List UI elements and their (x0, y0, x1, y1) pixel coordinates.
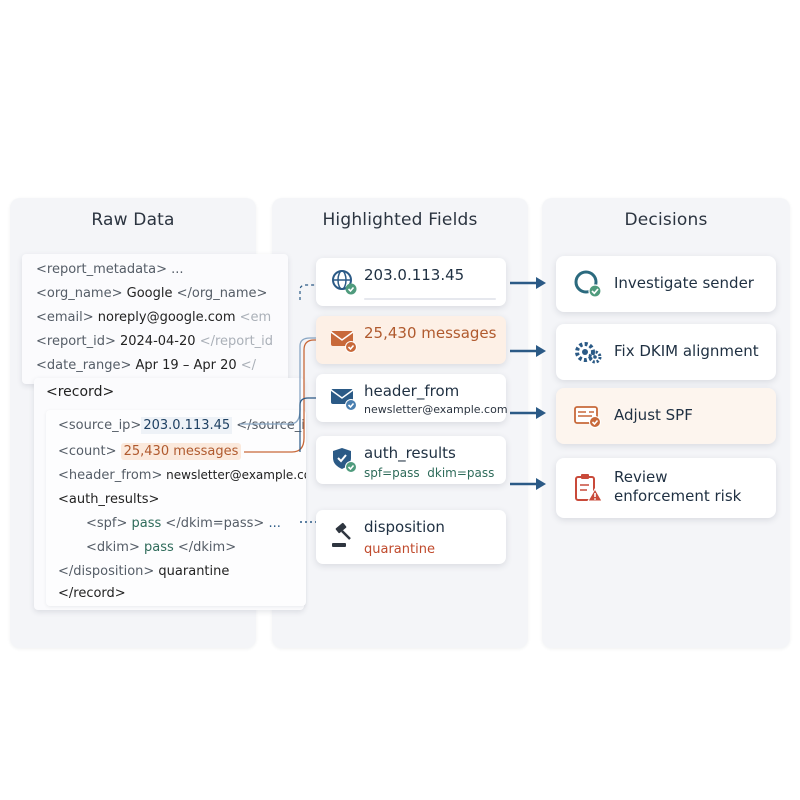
globe-icon (330, 268, 358, 296)
decision-adjust-spf[interactable]: Adjust SPF (556, 388, 776, 444)
raw-line-spf: <spf> pass </dkim=pass> ... (86, 516, 281, 531)
field-ip-value: 203.0.113.45 (364, 266, 465, 284)
field-card-count[interactable]: 25,430 messages (316, 316, 506, 364)
decision-spf-label: Adjust SPF (614, 406, 693, 424)
decision-dkim-label: Fix DKIM alignment (614, 342, 759, 360)
field-auth-results-label: auth_results (364, 444, 456, 462)
shield-check-icon (330, 446, 358, 474)
raw-line-disposition: </disposition> quarantine (58, 564, 230, 579)
highlighted-fields-title: Highlighted Fields (322, 210, 478, 230)
decision-fix-dkim[interactable]: Fix DKIM alignment (556, 324, 776, 380)
field-header-from-value: newsletter@example.com (364, 403, 508, 416)
raw-line-count: <count> 25,430 messages (58, 443, 242, 460)
field-card-header-from[interactable]: header_from newsletter@example.com (316, 374, 508, 422)
field-card-source-ip[interactable]: 203.0.113.45 (316, 258, 506, 306)
raw-data-title: Raw Data (91, 210, 175, 230)
raw-line-record-close: </record> (58, 586, 126, 601)
field-header-from-label: header_from (364, 382, 460, 400)
decision-investigate-label: Investigate sender (614, 274, 754, 292)
spf-record-icon (572, 400, 604, 432)
envelope-icon (330, 384, 358, 412)
field-disposition-value: quarantine (364, 542, 435, 557)
gears-icon (572, 336, 604, 368)
field-disposition-label: disposition (364, 518, 445, 536)
record-fields-card: <source_ip>203.0.113.45 </source_ip <cou… (46, 410, 306, 606)
raw-line-header-from: <header_from> newsletter@example.com (58, 468, 306, 483)
report-metadata-card: <report_metadata> ... <org_name> Google … (22, 254, 288, 384)
raw-line-date-range: <date_range> Apr 19 – Apr 20 </ (36, 358, 257, 373)
raw-line-report-metadata: <report_metadata> ... (36, 262, 184, 277)
clipboard-warning-icon (572, 472, 604, 504)
raw-line-record-open: <record> (46, 384, 115, 400)
raw-line-source-ip: <source_ip>203.0.113.45 </source_ip (58, 417, 306, 434)
gavel-icon (330, 522, 358, 550)
magnifier-check-icon (572, 268, 604, 300)
raw-line-org-name: <org_name> Google </org_name> (36, 286, 268, 301)
field-card-auth-results[interactable]: auth_results spf=pass dkim=pass (316, 436, 506, 484)
raw-line-report-id: <report_id> 2024-04-20 </report_id (36, 334, 274, 349)
field-count-value: 25,430 messages (364, 324, 497, 342)
field-auth-results-values: spf=pass dkim=pass (364, 466, 495, 480)
raw-line-dkim: <dkim> pass </dkim> (86, 540, 237, 555)
envelope-icon (330, 326, 358, 354)
raw-line-email: <email> noreply@google.com <em (36, 310, 272, 325)
decisions-title: Decisions (624, 210, 708, 230)
raw-line-auth-results: <auth_results> (58, 492, 160, 507)
decision-investigate-sender[interactable]: Investigate sender (556, 256, 776, 312)
divider (364, 298, 496, 300)
field-card-disposition[interactable]: disposition quarantine (316, 510, 506, 564)
